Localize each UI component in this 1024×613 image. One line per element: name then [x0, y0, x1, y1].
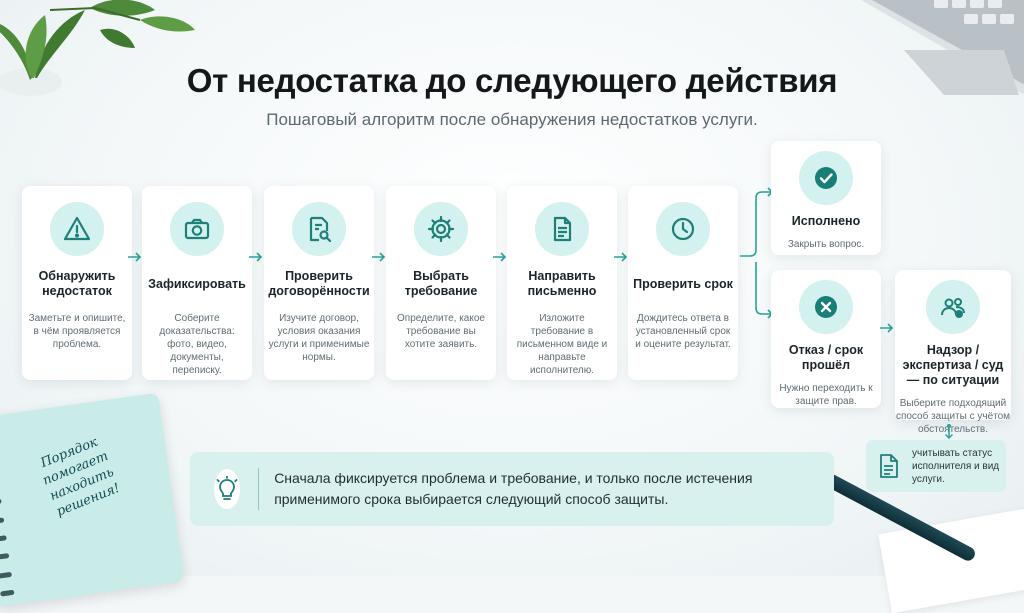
cross-icon	[799, 280, 853, 334]
people-icon	[926, 280, 980, 334]
arrow-right-icon	[249, 252, 263, 262]
notebook-decoration: Порядок помогает находить решения!	[0, 392, 185, 608]
camera-icon	[170, 202, 224, 256]
step-card-choose-demand: Выбрать требование Определите, какое тре…	[386, 186, 496, 380]
step-card-detect: Обнаружить недостаток Заметьте и опишите…	[22, 186, 132, 380]
outcome-card-refused: Отказ / срок прошёл Нужно переходить к з…	[771, 270, 881, 408]
outcome-card-done: Исполнено Закрыть вопрос.	[771, 141, 881, 255]
step-desc: Дождитесь ответа в установленный срок и …	[635, 313, 731, 350]
check-icon	[799, 151, 853, 205]
step-title: Зафиксировать	[148, 276, 246, 291]
outcome-desc: Нужно переходить к защите прав.	[779, 383, 873, 407]
arrow-right-icon	[372, 252, 386, 262]
step-card-send-written: Направить письменно Изложите требование …	[507, 186, 617, 380]
arrow-right-icon	[880, 323, 894, 333]
notebook-handwriting: Порядок помогает находить решения!	[38, 434, 123, 520]
step-title: Проверить договорённости	[268, 269, 370, 298]
step-title: Обнаружить недостаток	[38, 269, 116, 298]
divider	[257, 468, 259, 510]
step-title: Проверить срок	[633, 276, 733, 291]
page-title: От недостатка до следующего действия	[186, 62, 838, 99]
step-card-check-deadline: Проверить срок Дождитесь ответа в устано…	[628, 186, 738, 380]
step-desc: Заметьте и опишите, в чём проявляется пр…	[28, 313, 126, 350]
document-icon	[880, 454, 898, 478]
outcome-title: Исполнено	[791, 214, 861, 228]
outcome-title: Надзор / экспертиза / суд — по ситуации	[902, 343, 1004, 387]
step-desc: Определите, какое требование вы хотите з…	[397, 313, 485, 350]
gear-icon	[414, 202, 468, 256]
aside-note: учитывать статус исполнителя и вид услуг…	[866, 440, 1006, 492]
outcome-title: Отказ / срок прошёл	[788, 343, 864, 372]
notebook-rings	[0, 426, 15, 597]
arrow-right-icon	[614, 252, 628, 262]
page-subtitle: Пошаговый алгоритм после обнаружения нед…	[266, 110, 758, 129]
document-icon	[535, 202, 589, 256]
step-desc: Соберите доказательства: фото, видео, до…	[159, 313, 235, 376]
step-title: Направить письменно	[527, 269, 597, 298]
step-title: Выбрать требование	[404, 269, 478, 298]
lightbulb-icon	[214, 469, 240, 509]
step-card-record: Зафиксировать Соберите доказательства: ф…	[142, 186, 252, 380]
arrow-right-icon	[128, 252, 142, 262]
summary-note: Сначала фиксируется проблема и требовани…	[190, 452, 834, 526]
clock-icon	[656, 202, 710, 256]
plant-decoration	[0, 0, 195, 96]
outcome-desc: Закрыть вопрос.	[787, 239, 865, 250]
arrow-right-icon	[493, 252, 507, 262]
laptop-decoration	[861, 0, 1024, 95]
arrow-down-icon	[944, 424, 954, 440]
branch-connector	[740, 187, 774, 319]
summary-text: Сначала фиксируется проблема и требовани…	[274, 470, 753, 507]
aside-text: учитывать статус исполнителя и вид услуг…	[912, 447, 1000, 485]
step-desc: Изучите договор, условия оказания услуги…	[268, 313, 370, 363]
outcome-card-supervision: Надзор / экспертиза / суд — по ситуации …	[895, 270, 1011, 435]
step-desc: Изложите требование в письменном виде и …	[516, 313, 608, 376]
step-card-check-agreements: Проверить договорённости Изучите договор…	[264, 186, 374, 380]
warning-icon	[50, 202, 104, 256]
outcome-desc: Выберите подходящий способ защиты с учёт…	[895, 398, 1011, 435]
document-search-icon	[292, 202, 346, 256]
